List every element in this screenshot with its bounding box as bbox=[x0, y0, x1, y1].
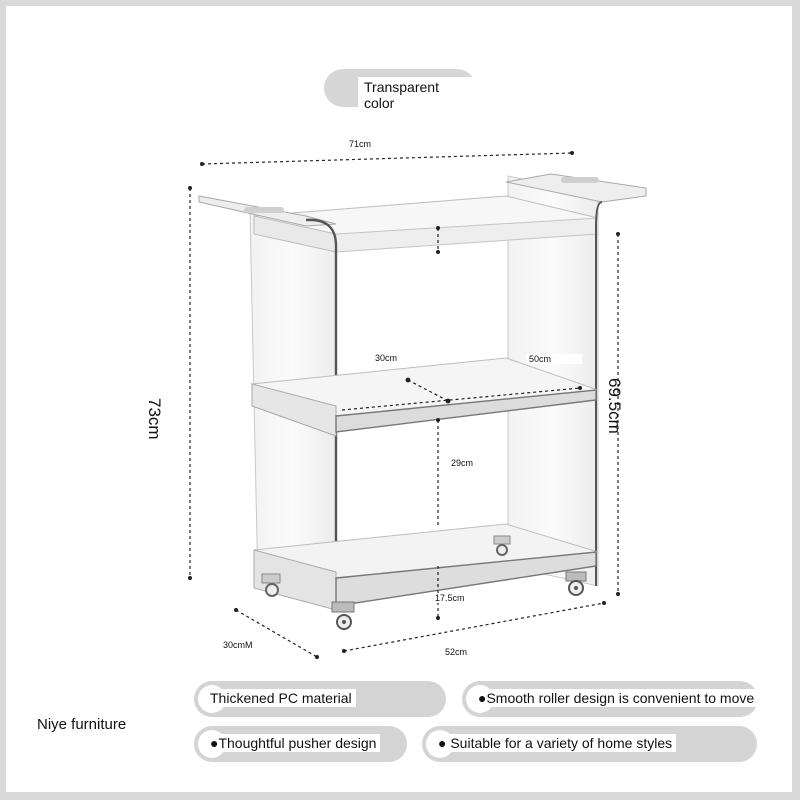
right-handle bbox=[505, 173, 647, 203]
caster-front-left bbox=[331, 601, 355, 630]
feature-pill-roller: ●Smooth roller design is convenient to m… bbox=[462, 681, 759, 717]
trolley-diagram bbox=[188, 151, 647, 659]
brand-name: Niye furniture bbox=[37, 716, 127, 733]
feature-label: ● Suitable for a variety of home styles bbox=[434, 734, 677, 752]
feature-label: ●Smooth roller design is convenient to m… bbox=[474, 689, 759, 707]
dim-bottom-clearance: 17.5cm bbox=[432, 593, 500, 603]
feature-pill-pusher: ●Thoughtful pusher design bbox=[194, 726, 407, 762]
feature-pill-styles: ● Suitable for a variety of home styles bbox=[422, 726, 757, 762]
feature-pill-material: Thickened PC material bbox=[194, 681, 446, 717]
dim-top-width: 71cm bbox=[346, 139, 375, 149]
dim-shelf-gap: 29cm bbox=[448, 458, 504, 468]
product-canvas: Transparent color bbox=[6, 6, 792, 792]
dim-shelf-depth: 30cm bbox=[372, 353, 401, 363]
caster-front-right bbox=[565, 571, 587, 596]
color-pill: Transparent color bbox=[324, 69, 476, 113]
feature-label: ●Thoughtful pusher design bbox=[206, 734, 381, 752]
dim-side-height: 69.5cm bbox=[605, 378, 624, 434]
right-frame-edge bbox=[595, 201, 603, 586]
dim-base-width: 52cm bbox=[442, 647, 498, 657]
caster-back-left bbox=[261, 573, 281, 597]
left-frame-edge bbox=[305, 218, 338, 604]
dim-line-base-width bbox=[343, 602, 605, 652]
dim-line-base-depth bbox=[235, 609, 318, 658]
dim-shelf-width: 50cm bbox=[526, 354, 582, 364]
caster-back-right bbox=[493, 535, 511, 556]
color-label: Transparent color bbox=[358, 77, 476, 113]
feature-label: Thickened PC material bbox=[206, 689, 356, 707]
dim-base-depth: 30cmM bbox=[220, 640, 256, 650]
dim-overall-height: 73cm bbox=[145, 398, 164, 440]
dim-line-top-width bbox=[201, 152, 573, 165]
